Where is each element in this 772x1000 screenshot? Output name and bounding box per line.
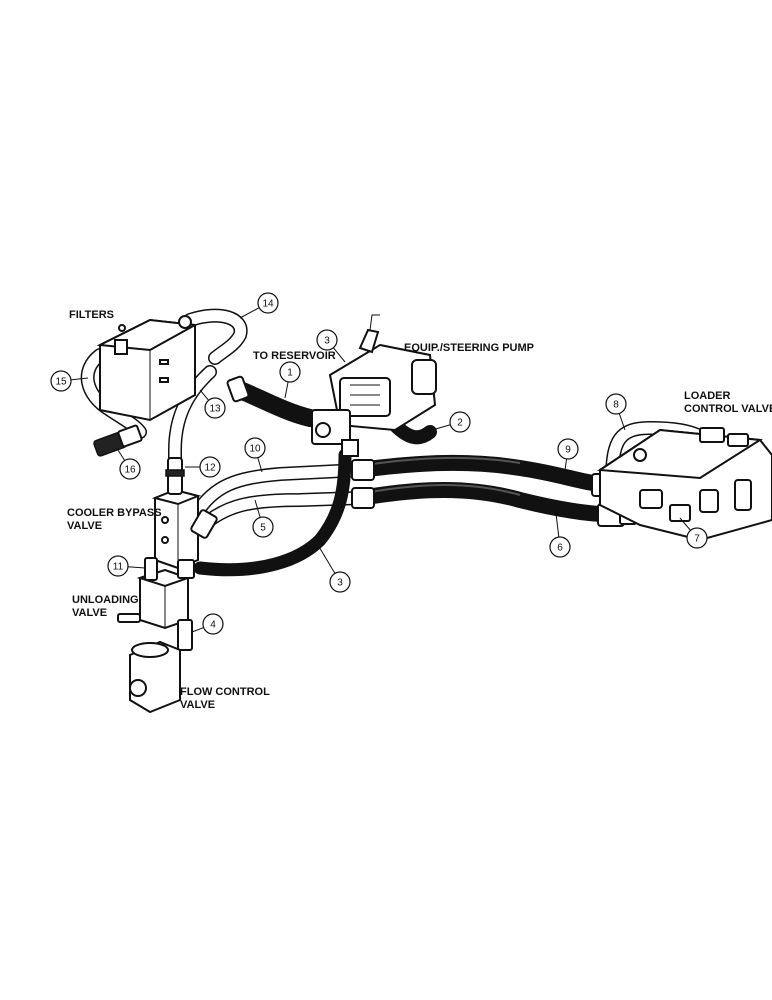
callout-leader — [332, 347, 346, 363]
callout-leader — [117, 449, 126, 461]
callout-leader — [239, 307, 260, 319]
callout-number: 12 — [204, 463, 216, 474]
callout-number: 2 — [457, 418, 463, 429]
callout-number: 7 — [694, 534, 700, 545]
label-filters: FILTERS — [69, 309, 114, 321]
hose-1 — [231, 381, 319, 427]
label-to-reservoir: TO RESERVOIR — [253, 350, 336, 362]
callout-leader — [618, 413, 626, 431]
hose-6 — [352, 482, 613, 522]
callout-9: 9 — [557, 438, 579, 471]
label-loader-control-valve-1: LOADER — [684, 390, 731, 402]
callout-1: 1 — [279, 361, 301, 399]
callout-circle — [204, 397, 226, 419]
callout-number: 3 — [337, 578, 343, 589]
callout-7: 7 — [679, 517, 708, 549]
callout-leader — [127, 566, 146, 569]
label-flow-control-1: FLOW CONTROL — [180, 686, 270, 698]
callout-leader — [317, 544, 336, 574]
callout-circle — [549, 536, 571, 558]
filters-assembly — [93, 315, 199, 457]
callout-leader — [284, 381, 289, 399]
label-pump: EQUIP./STEERING PUMP — [404, 342, 534, 354]
callout-circle — [686, 527, 708, 549]
cooler-bypass-valve — [151, 457, 218, 570]
label-cooler-bypass-2: VALVE — [67, 520, 102, 532]
callout-13: 13 — [199, 389, 226, 419]
callout-2: 2 — [424, 411, 471, 433]
callout-3: 3 — [316, 329, 346, 363]
callout-6: 6 — [549, 504, 571, 558]
callout-circle — [329, 571, 351, 593]
loader-control-valve — [597, 427, 772, 542]
callout-circle — [107, 555, 129, 577]
callout-3: 3 — [317, 544, 351, 593]
callout-11: 11 — [107, 555, 146, 577]
callout-leader — [424, 424, 451, 433]
hose-3 — [193, 448, 352, 577]
callout-circle — [257, 292, 279, 314]
callout-16: 16 — [117, 449, 141, 480]
tube-13 — [168, 365, 217, 477]
callout-10: 10 — [244, 437, 266, 473]
callout-number: 4 — [210, 620, 216, 631]
callout-leader — [679, 517, 691, 531]
label-flow-control-2: VALVE — [180, 699, 215, 711]
hose-9 — [352, 454, 608, 492]
callout-number: 1 — [287, 368, 293, 379]
callout-circle — [50, 370, 72, 392]
tube-14 — [183, 308, 248, 365]
tube-10 — [188, 463, 367, 522]
equip-steering-pump — [311, 314, 437, 457]
callout-leader — [70, 377, 89, 381]
callout-leader — [564, 458, 568, 471]
callout-8: 8 — [605, 393, 627, 431]
callout-15: 15 — [50, 370, 89, 392]
callout-leader — [554, 504, 560, 538]
callout-circle — [557, 438, 579, 460]
callout-leader — [254, 499, 261, 518]
callout-circle — [202, 613, 224, 635]
callout-number: 5 — [260, 523, 266, 534]
callout-number: 15 — [55, 377, 67, 388]
label-unloading-1: UNLOADING — [72, 594, 139, 606]
callout-12: 12 — [185, 456, 221, 478]
callout-number: 6 — [557, 543, 563, 554]
callout-number: 11 — [113, 562, 124, 573]
callout-circle — [449, 411, 471, 433]
callout-leader — [257, 457, 263, 473]
callout-circle — [199, 456, 221, 478]
label-loader-control-valve-2: CONTROL VALVE — [684, 403, 772, 415]
callout-number: 3 — [324, 336, 330, 347]
callout-circle — [605, 393, 627, 415]
callout-circle — [119, 458, 141, 480]
callout-leader — [191, 627, 204, 633]
label-cooler-bypass-1: COOLER BYPASS — [67, 507, 162, 519]
callout-number: 16 — [124, 465, 136, 476]
callout-circle — [279, 361, 301, 383]
callout-14: 14 — [239, 292, 279, 319]
label-unloading-2: VALVE — [72, 607, 107, 619]
callout-number: 13 — [209, 404, 221, 415]
callout-4: 4 — [191, 613, 224, 635]
callout-circle — [316, 329, 338, 351]
callout-circle — [244, 437, 266, 459]
callout-circle — [252, 516, 274, 538]
callout-number: 10 — [249, 444, 261, 455]
callout-number: 8 — [613, 400, 619, 411]
callout-5: 5 — [252, 499, 274, 538]
callout-number: 14 — [262, 299, 274, 310]
unloading-valve — [117, 557, 195, 630]
flow-control-valve — [129, 619, 193, 714]
callout-number: 9 — [565, 445, 571, 456]
callout-leader — [199, 389, 209, 401]
